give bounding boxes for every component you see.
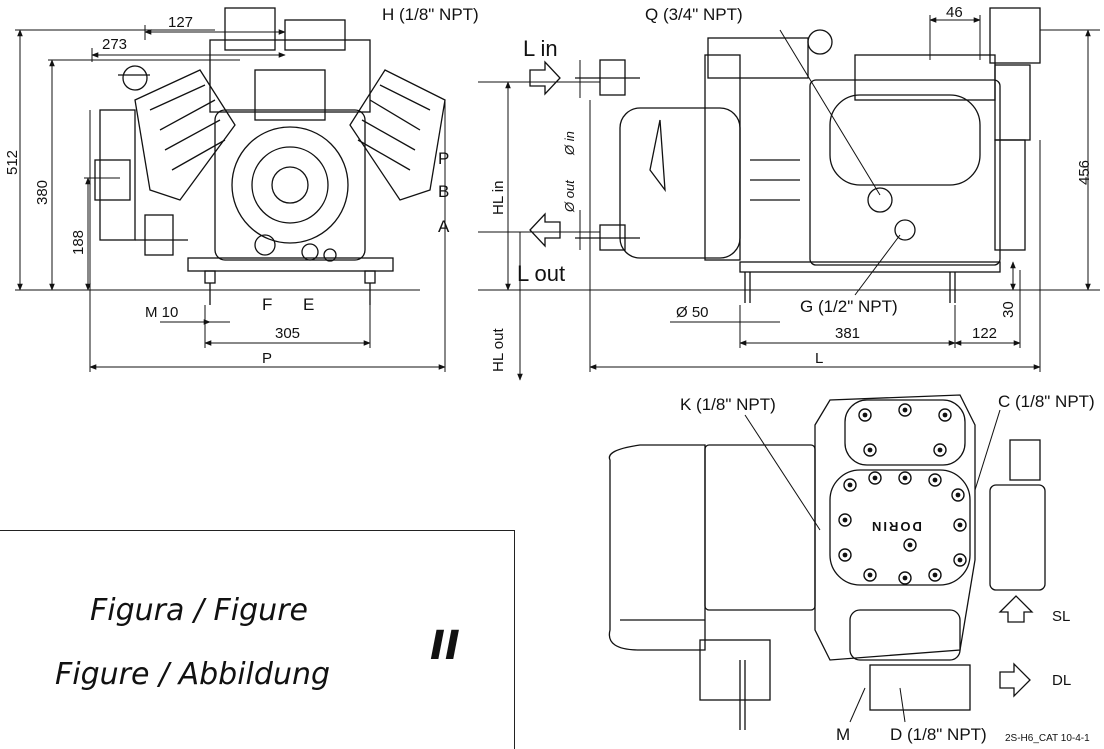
dim-512: 512 [4,149,21,175]
top-bolts [838,403,967,585]
top-view [608,394,1046,730]
dim-188: 188 [70,229,87,255]
dim-30: 30 [1000,301,1017,318]
callout-q: Q (3/4" NPT) [645,5,743,24]
dim-o50: Ø 50 [676,304,709,321]
dim-456: 456 [1076,159,1093,185]
side-dimensions [478,15,1100,381]
flow-l-in: L in [523,36,558,61]
figure-number: II [430,623,460,669]
front-view [94,7,446,305]
flow-arrows-top [998,595,1034,698]
flow-l-out: L out [517,261,566,286]
dim-hl-out: HL out [490,328,507,372]
dim-381: 381 [835,325,861,342]
callout-d: D (1/8" NPT) [890,725,987,744]
caption-line-1: Figura / Figure [90,593,308,628]
callout-f: F [262,295,273,314]
dim-380: 380 [34,179,51,205]
caption-line-2: Figure / Abbildung [55,657,331,692]
callout-m: M [836,725,851,744]
caption-box: Figura / Figure Figure / Abbildung II [0,530,515,749]
dim-hl-in: HL in [490,180,507,215]
dim-o-out: Ø out [562,180,577,212]
dim-o-in: Ø in [562,131,577,155]
callout-p: P [438,149,450,168]
brand-logo: DORIN [870,519,922,534]
dim-305: 305 [275,325,301,342]
callout-g: G (1/2" NPT) [800,297,898,316]
flow-dl: DL [1052,672,1072,689]
dim-m10: M 10 [145,304,179,321]
drawing-ref-code: 2S-H6_CAT 10-4-1 [1005,733,1090,744]
dim-46: 46 [946,4,963,21]
dim-127: 127 [168,14,194,31]
flow-sl: SL [1052,608,1071,625]
front-dimensions [15,25,446,372]
top-leaders [744,409,1001,723]
callout-b: B [438,182,450,201]
callout-a: A [438,217,450,236]
flow-arrows-side [529,60,561,248]
dim-p: P [262,350,273,367]
callout-h: H (1/8" NPT) [382,5,479,24]
callout-e: E [303,295,315,314]
dim-122: 122 [972,325,998,342]
dim-l: L [815,350,824,367]
callout-k: K (1/8" NPT) [680,395,776,414]
callout-c: C (1/8" NPT) [998,392,1095,411]
dim-273: 273 [102,36,128,53]
side-view [575,7,1041,303]
